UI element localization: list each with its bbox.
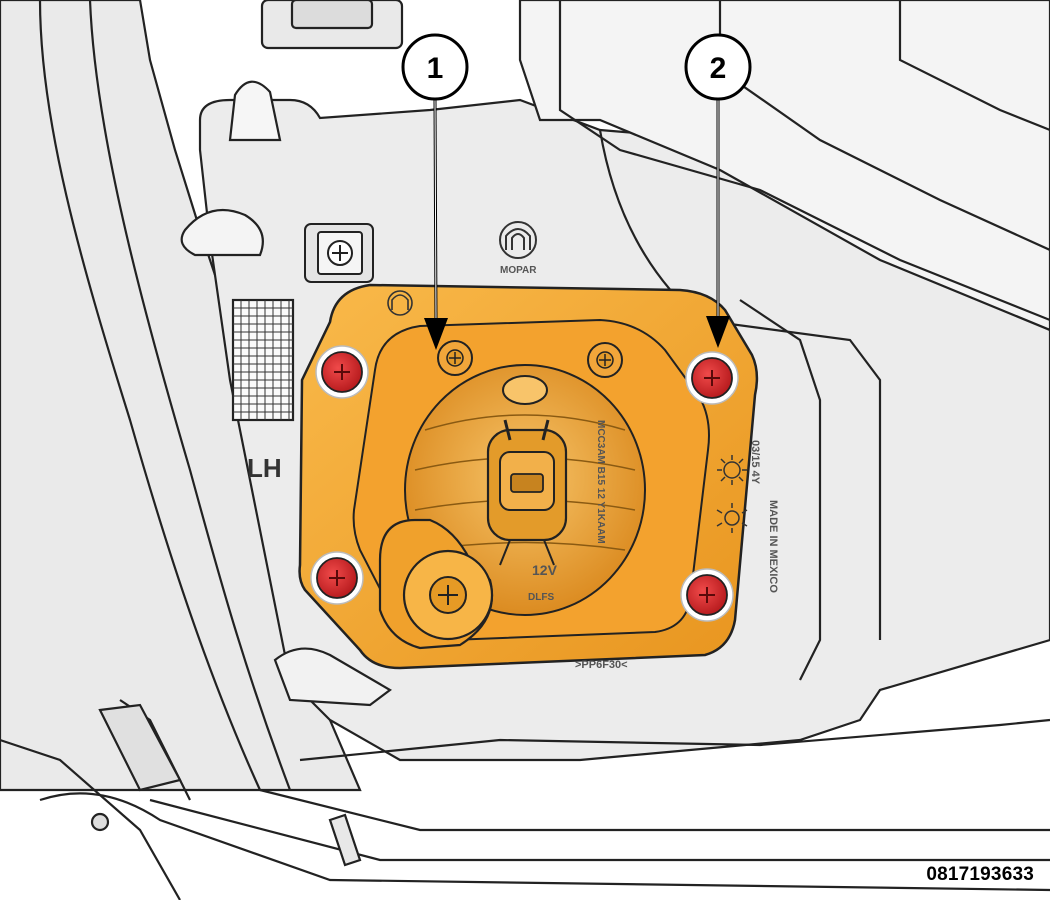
lamp-mounting-screw-upper-left xyxy=(315,345,369,399)
bulb-marking-voltage: 12V xyxy=(532,562,558,578)
mopar-logo-housing: MOPAR xyxy=(499,221,537,276)
bulb-mount-screw-left xyxy=(437,340,473,376)
bulb-marking-upper: MCC3AM B15 12 Y1KAAM xyxy=(595,420,606,544)
lamp-mounting-screw-lower-left xyxy=(310,551,364,605)
headlamp-symbol-icon xyxy=(716,503,748,533)
side-marking-date: 03/15 4Y xyxy=(749,440,761,485)
side-markings: MADE IN MEXICO 03/15 4Y xyxy=(749,440,779,593)
bracket-mount-code: >PP6F30< xyxy=(575,659,628,671)
headlamp-bulb-bracket: >PP6F30< MCC3AM B15 12 Y1KAAM 12V DLFS xyxy=(298,283,759,671)
mopar-logo-text: MOPAR xyxy=(500,265,537,276)
callout-2-number: 2 xyxy=(710,52,727,85)
callout-2: 2 xyxy=(684,33,752,348)
callout-1-number: 1 xyxy=(427,52,444,85)
figure-id: 0817193633 xyxy=(926,864,1034,885)
lamp-mounting-screws xyxy=(310,345,739,622)
side-label: LH xyxy=(247,453,282,483)
mopar-logo-bracket xyxy=(387,290,413,316)
lamp-mounting-screw-lower-right xyxy=(680,568,734,622)
bulb-marking-lower: DLFS xyxy=(528,592,554,603)
aim-adjuster-icon xyxy=(304,223,374,283)
vent-grille xyxy=(233,300,293,420)
side-marking-made-in: MADE IN MEXICO xyxy=(767,500,779,593)
sun-symbol-icon xyxy=(717,455,747,485)
callout-1: 1 xyxy=(401,33,469,350)
bulb-mount-screw-right xyxy=(587,342,623,378)
lamp-mounting-screw-upper-right xyxy=(685,351,739,405)
